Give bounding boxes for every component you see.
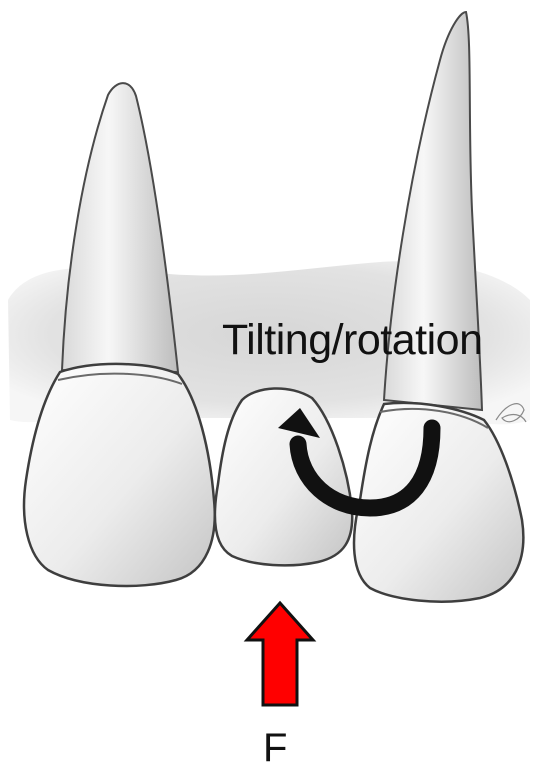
left-tooth-crown (24, 364, 215, 586)
force-label: F (263, 726, 287, 771)
arrow-up-icon (247, 603, 313, 705)
rotation-label: Tilting/rotation (222, 316, 482, 365)
left-tooth-root (62, 83, 178, 372)
